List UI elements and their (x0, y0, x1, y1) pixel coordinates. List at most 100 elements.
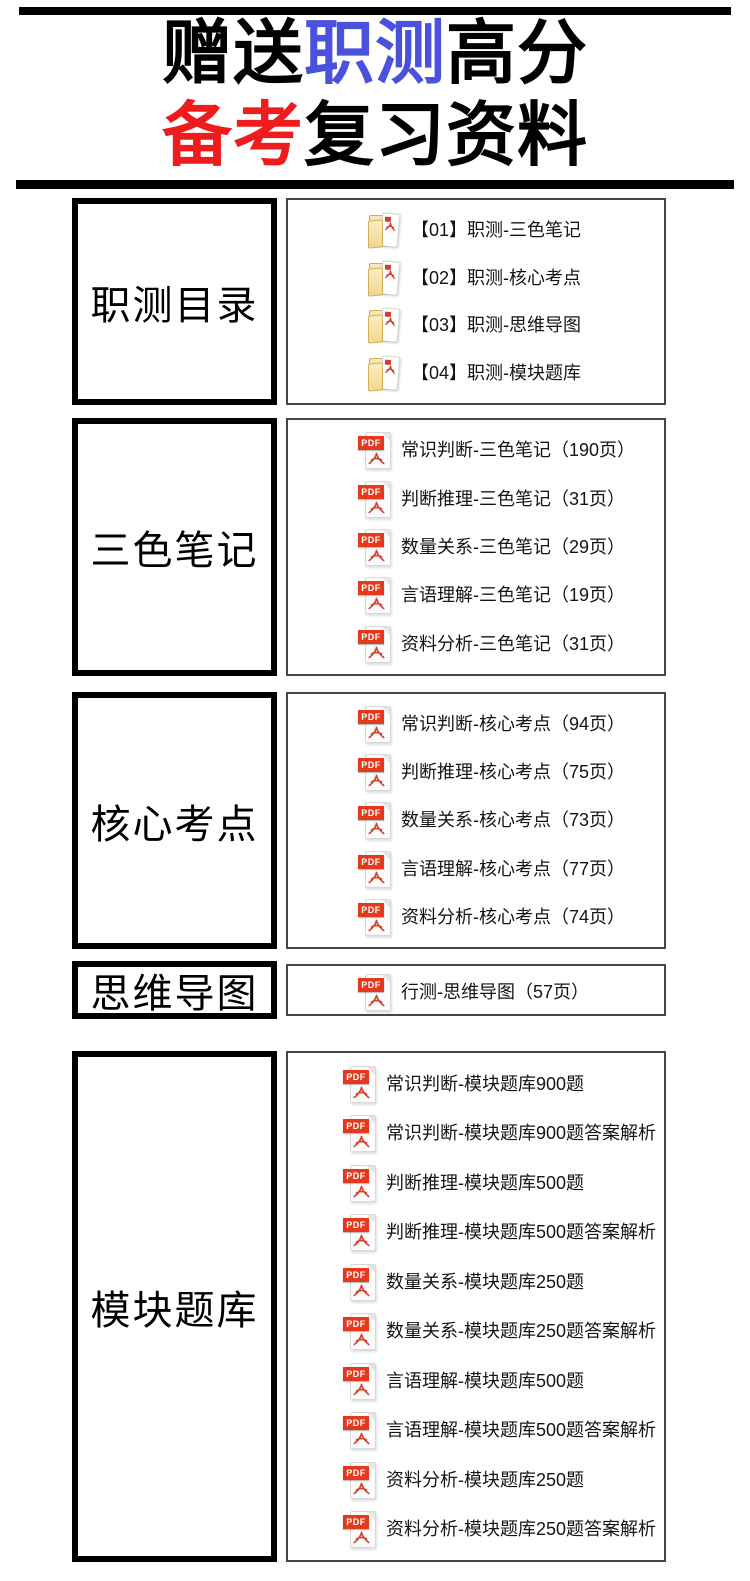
file-item: PDF 常识判断-核心考点（94页） (288, 704, 664, 744)
pdf-file-icon: PDF (343, 1311, 377, 1351)
pdf-file-icon: PDF (358, 479, 392, 519)
section-core-points: 核心考点 PDF 常识判断-核心考点（94页） PDF 判断推理-核心考点（75… (72, 692, 666, 949)
pdf-banner-label: PDF (343, 1218, 369, 1233)
title-line2: 备考复习资料 (0, 94, 750, 176)
file-item: PDF 数量关系-核心考点（73页） (288, 800, 664, 840)
file-item-label: 常识判断-模块题库900题 (386, 1073, 585, 1094)
file-item: PDF 数量关系-模块题库250题 (288, 1262, 664, 1302)
pdf-file-icon: PDF (343, 1064, 377, 1104)
pdf-banner-label: PDF (343, 1069, 369, 1084)
file-panel: PDF 常识判断-三色笔记（190页） PDF 判断推理-三色笔记（31页） P… (286, 418, 666, 676)
file-item: PDF 判断推理-模块题库500题 (288, 1163, 664, 1203)
pdf-file-icon: PDF (358, 704, 392, 744)
section-mind-map: 思维导图 PDF 行测-思维导图（57页） (72, 961, 666, 1019)
title-seg-fuxiziliao: 复习资料 (304, 96, 588, 174)
pdf-banner-label: PDF (343, 1515, 369, 1530)
pdf-file-icon: PDF (358, 624, 392, 664)
file-panel: PDF 行测-思维导图（57页） (286, 964, 666, 1016)
section-three-color-notes: 三色笔记 PDF 常识判断-三色笔记（190页） PDF 判断推理-三色笔记（3… (72, 418, 666, 676)
pdf-banner-label: PDF (358, 902, 384, 917)
pdf-file-icon: PDF (358, 972, 392, 1012)
title-line1: 赠送职测高分 (0, 12, 750, 94)
pdf-file-icon: PDF (358, 752, 392, 792)
section-label: 模块题库 (72, 1051, 277, 1562)
pdf-banner-label: PDF (358, 758, 384, 773)
file-item-label: 资料分析-核心考点（74页） (401, 906, 626, 927)
file-item-label: 常识判断-模块题库900题答案解析 (386, 1123, 657, 1144)
file-item-label: 言语理解-模块题库500题 (386, 1370, 585, 1391)
file-item-label: 资料分析-三色笔记（31页） (401, 633, 626, 654)
file-item: PDF 判断推理-模块题库500题答案解析 (288, 1212, 664, 1252)
pdf-banner-label: PDF (358, 436, 384, 451)
file-item: PDF 常识判断-模块题库900题 (288, 1064, 664, 1104)
file-item: PDF 言语理解-模块题库500题 (288, 1361, 664, 1401)
pdf-file-icon: PDF (358, 800, 392, 840)
pdf-file-icon: PDF (358, 897, 392, 937)
file-item-label: 判断推理-模块题库500题 (386, 1172, 585, 1193)
section-label: 核心考点 (72, 692, 277, 949)
pdf-file-icon: PDF (343, 1361, 377, 1401)
file-item: PDF 常识判断-三色笔记（190页） (288, 430, 664, 470)
pdf-file-icon: PDF (343, 1163, 377, 1203)
pdf-file-icon: PDF (343, 1212, 377, 1252)
pdf-banner-label: PDF (358, 806, 384, 821)
pdf-file-icon: PDF (358, 575, 392, 615)
file-item: PDF 资料分析-模块题库250题答案解析 (288, 1509, 664, 1549)
file-item: PDF 资料分析-三色笔记（31页） (288, 624, 664, 664)
title-seg-gaofen: 高分 (446, 14, 588, 92)
file-item-label: 言语理解-模块题库500题答案解析 (386, 1420, 657, 1441)
file-item-label: 数量关系-核心考点（73页） (401, 810, 626, 831)
pdf-banner-label: PDF (343, 1366, 369, 1381)
pdf-banner-label: PDF (358, 629, 384, 644)
file-panel: 【01】职测-三色笔记 【02】职测-核心考点 【03】职测-思维导图 (286, 198, 666, 405)
file-panel: PDF 常识判断-模块题库900题 PDF 常识判断-模块题库900题答案解析 … (286, 1051, 666, 1562)
file-item-label: 常识判断-三色笔记（190页） (401, 440, 636, 461)
file-item-label: 【01】职测-三色笔记 (411, 219, 582, 240)
file-item-label: 判断推理-模块题库500题答案解析 (386, 1222, 657, 1243)
pdf-folder-icon (368, 306, 402, 345)
pdf-file-icon: PDF (343, 1113, 377, 1153)
pdf-file-icon: PDF (343, 1509, 377, 1549)
top-black-bar (19, 7, 731, 15)
pdf-banner-label: PDF (358, 581, 384, 596)
pdf-banner-label: PDF (343, 1168, 369, 1183)
title-seg-zengsong: 赠送 (162, 14, 304, 92)
section-question-bank: 模块题库 PDF 常识判断-模块题库900题 PDF 常识判断-模块题库900题… (72, 1051, 666, 1562)
pdf-folder-icon (368, 354, 402, 392)
file-item-label: 资料分析-模块题库250题答案解析 (386, 1519, 657, 1540)
pdf-banner-label: PDF (343, 1317, 369, 1332)
pdf-file-icon: PDF (358, 849, 392, 889)
pdf-banner-label: PDF (358, 532, 384, 547)
file-item-label: 行测-思维导图（57页） (401, 982, 590, 1002)
pdf-banner-label: PDF (358, 978, 384, 992)
section-label: 三色笔记 (72, 418, 277, 676)
file-item: PDF 资料分析-核心考点（74页） (288, 897, 664, 937)
file-item: PDF 言语理解-核心考点（77页） (288, 849, 664, 889)
section-label: 职测目录 (72, 198, 277, 405)
file-item: PDF 数量关系-三色笔记（29页） (288, 527, 664, 567)
pdf-banner-label: PDF (343, 1416, 369, 1431)
pdf-file-icon: PDF (358, 430, 392, 470)
file-item: PDF 言语理解-模块题库500题答案解析 (288, 1410, 664, 1450)
pdf-banner-label: PDF (343, 1267, 369, 1282)
file-item-label: 【02】职测-核心考点 (411, 267, 582, 288)
file-item: 【01】职测-三色笔记 (288, 211, 664, 249)
file-item: PDF 数量关系-模块题库250题答案解析 (288, 1311, 664, 1351)
file-item-label: 数量关系-模块题库250题 (386, 1271, 585, 1292)
file-panel: PDF 常识判断-核心考点（94页） PDF 判断推理-核心考点（75页） PD… (286, 692, 666, 949)
file-item: PDF 判断推理-三色笔记（31页） (288, 479, 664, 519)
section-directory: 职测目录 【01】职测-三色笔记 【02】职测-核心考点 (72, 198, 666, 405)
section-label: 思维导图 (72, 961, 277, 1019)
pdf-folder-icon (368, 211, 402, 249)
pdf-banner-label: PDF (358, 710, 384, 725)
file-item: PDF 判断推理-核心考点（75页） (288, 752, 664, 792)
pdf-folder-icon (368, 259, 402, 297)
file-item: PDF 资料分析-模块题库250题 (288, 1460, 664, 1500)
file-item-label: 判断推理-核心考点（75页） (401, 762, 626, 783)
file-item-label: 数量关系-模块题库250题答案解析 (386, 1321, 657, 1342)
pdf-file-icon: PDF (343, 1262, 377, 1302)
file-item-label: 言语理解-三色笔记（19页） (401, 585, 626, 606)
title-seg-zhice: 职测 (304, 14, 446, 92)
pdf-file-icon: PDF (343, 1410, 377, 1450)
